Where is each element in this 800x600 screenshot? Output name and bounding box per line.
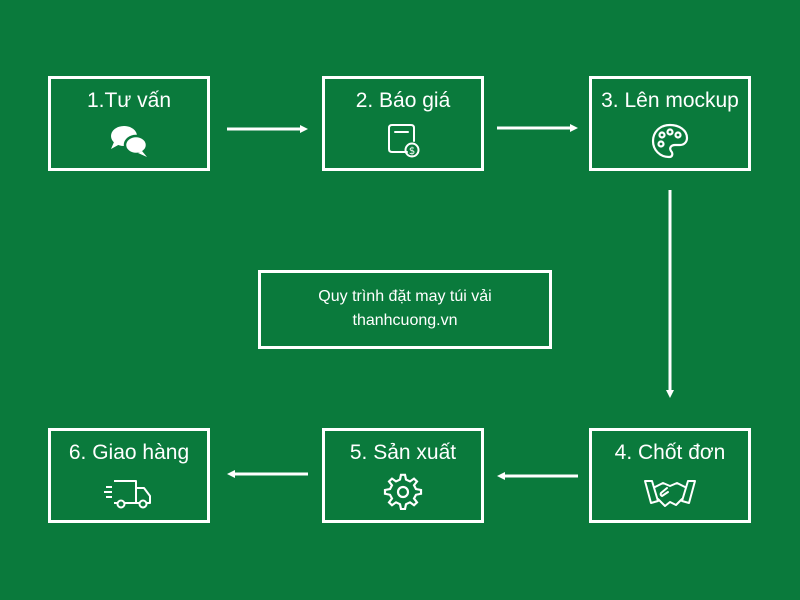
handshake-icon bbox=[643, 473, 697, 513]
delivery-truck-icon bbox=[104, 473, 154, 513]
step-label: 6. Giao hàng bbox=[68, 441, 190, 464]
step-6-delivery: 6. Giao hàng bbox=[48, 428, 210, 523]
step-3-mockup: 3. Lên mockup bbox=[589, 76, 751, 171]
website-label: thanhcuong.vn bbox=[352, 312, 458, 329]
process-title: Quy trình đặt may túi vải bbox=[318, 288, 492, 305]
step-label: 5. Sản xuất bbox=[349, 441, 457, 464]
step-label: 1.Tư vấn bbox=[86, 89, 172, 112]
chat-bubbles-icon bbox=[107, 121, 151, 161]
step-label: 3. Lên mockup bbox=[601, 89, 739, 112]
step-2-quote: 2. Báo giá $ bbox=[322, 76, 484, 171]
gear-icon bbox=[381, 473, 425, 513]
step-1-consult: 1.Tư vấn bbox=[48, 76, 210, 171]
step-4-confirm-order: 4. Chốt đơn bbox=[589, 428, 751, 523]
step-label: 2. Báo giá bbox=[355, 89, 451, 112]
palette-icon bbox=[648, 121, 692, 161]
step-5-production: 5. Sản xuất bbox=[322, 428, 484, 523]
price-tag-dollar-icon: $ bbox=[381, 121, 425, 161]
svg-text:$: $ bbox=[409, 146, 415, 157]
process-title-box: Quy trình đặt may túi vải thanhcuong.vn bbox=[258, 270, 552, 349]
step-label: 4. Chốt đơn bbox=[614, 441, 726, 464]
